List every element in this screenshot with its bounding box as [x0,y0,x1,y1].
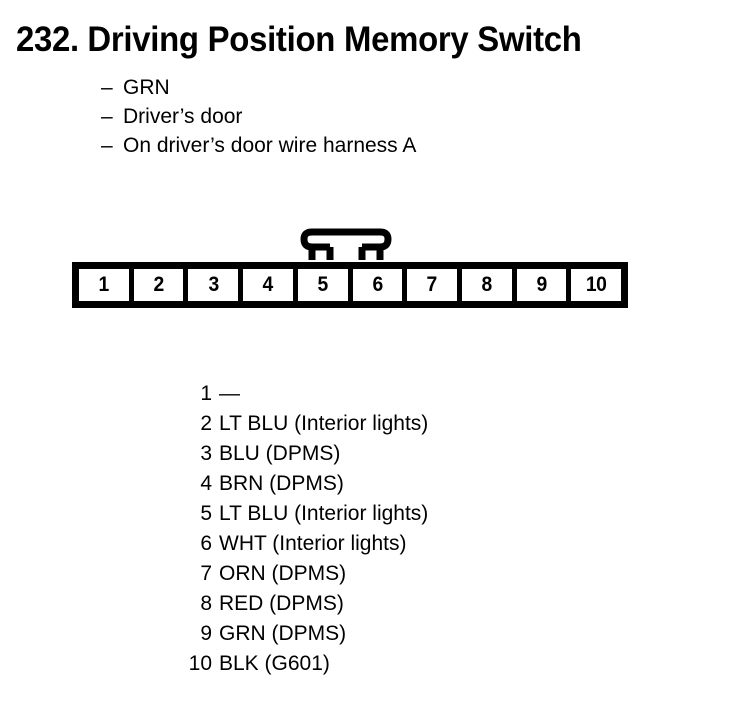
legend-row: 10 BLK (G601) [140,649,428,679]
legend-row: 6 WHT (Interior lights) [140,529,428,559]
legend-pin-description: RED (DPMS) [219,592,344,615]
connector-pin-cell[interactable]: 6 [352,269,403,301]
pin-number: 6 [372,273,383,296]
dash-icon: – [101,105,113,128]
legend-row: 4 BRN (DPMS) [140,469,428,499]
connector-diagram: 1 2 3 4 5 6 7 8 9 10 [72,228,632,312]
legend-pin-number: 9 [200,622,212,645]
connector-pin-cell[interactable]: 2 [133,269,184,301]
pin-number: 7 [426,273,438,296]
note-item: – GRN [101,73,416,102]
notes-list: – GRN – Driver’s door – On driver’s door… [101,73,416,160]
pin-number: 3 [208,273,219,296]
legend-pin-description: GRN (DPMS) [219,622,347,645]
connector-pin-cell[interactable]: 3 [188,269,239,301]
pin-number: 9 [536,273,547,296]
legend-row: 7 ORN (DPMS) [140,559,428,589]
legend-row: 9 GRN (DPMS) [140,619,428,649]
page-title: 232.Driving Position Memory Switch [16,20,582,60]
connector-pin-cell[interactable]: 7 [407,269,457,301]
connector-pin-cell[interactable]: 10 [571,269,622,301]
legend-pin-description: WHT (Interior lights) [219,532,407,555]
legend-pin-number: 3 [200,442,212,465]
connector-pin-cell[interactable]: 1 [79,269,129,301]
note-item: – Driver’s door [101,102,416,131]
dash-icon: – [101,76,113,99]
legend-pin-description: LT BLU (Interior lights) [219,412,429,435]
legend-pin-number: 7 [200,562,212,585]
dash-icon: – [101,134,113,157]
pin-legend-list: 1 — 2 LT BLU (Interior lights) 3 BLU (DP… [140,379,429,679]
connector-latch-tab-icon [300,228,392,264]
note-text: Driver’s door [123,105,243,128]
legend-row: 3 BLU (DPMS) [140,439,428,469]
note-text: GRN [123,76,170,99]
legend-pin-number: 6 [200,532,212,555]
legend-pin-number: 4 [200,472,212,495]
legend-pin-number: 10 [188,652,212,675]
pin-number: 2 [153,273,164,296]
connector-pin-cell[interactable]: 5 [297,269,348,301]
connector-pin-cell[interactable]: 8 [461,269,512,301]
legend-row: 2 LT BLU (Interior lights) [140,409,428,439]
connector-pin-cell[interactable]: 4 [243,269,293,301]
pin-number: 8 [481,273,493,296]
page-title-text: Driving Position Memory Switch [87,20,582,59]
legend-row: 8 RED (DPMS) [140,589,428,619]
legend-pin-description: BLU (DPMS) [219,442,341,465]
legend-pin-number: 8 [200,592,212,615]
pin-number: 10 [585,273,607,296]
legend-row: 1 — [140,379,428,409]
pin-number: 5 [317,273,329,296]
connector-pin-bar: 1 2 3 4 5 6 7 8 9 10 [72,262,628,308]
legend-pin-number: 2 [200,412,212,435]
legend-pin-description: BRN (DPMS) [219,472,344,495]
legend-pin-description: LT BLU (Interior lights) [219,502,429,525]
legend-pin-description: BLK (G601) [219,652,330,675]
pin-number: 4 [262,273,274,296]
legend-pin-description: — [219,382,240,405]
page-number: 232. [16,20,79,59]
legend-pin-number: 5 [200,502,212,525]
legend-pin-number: 1 [200,382,212,405]
pin-number: 1 [98,273,110,296]
note-item: – On driver’s door wire harness A [101,131,416,160]
legend-pin-description: ORN (DPMS) [219,562,347,585]
connector-pin-cell[interactable]: 9 [516,269,567,301]
legend-row: 5 LT BLU (Interior lights) [140,499,428,529]
note-text: On driver’s door wire harness A [123,134,417,157]
